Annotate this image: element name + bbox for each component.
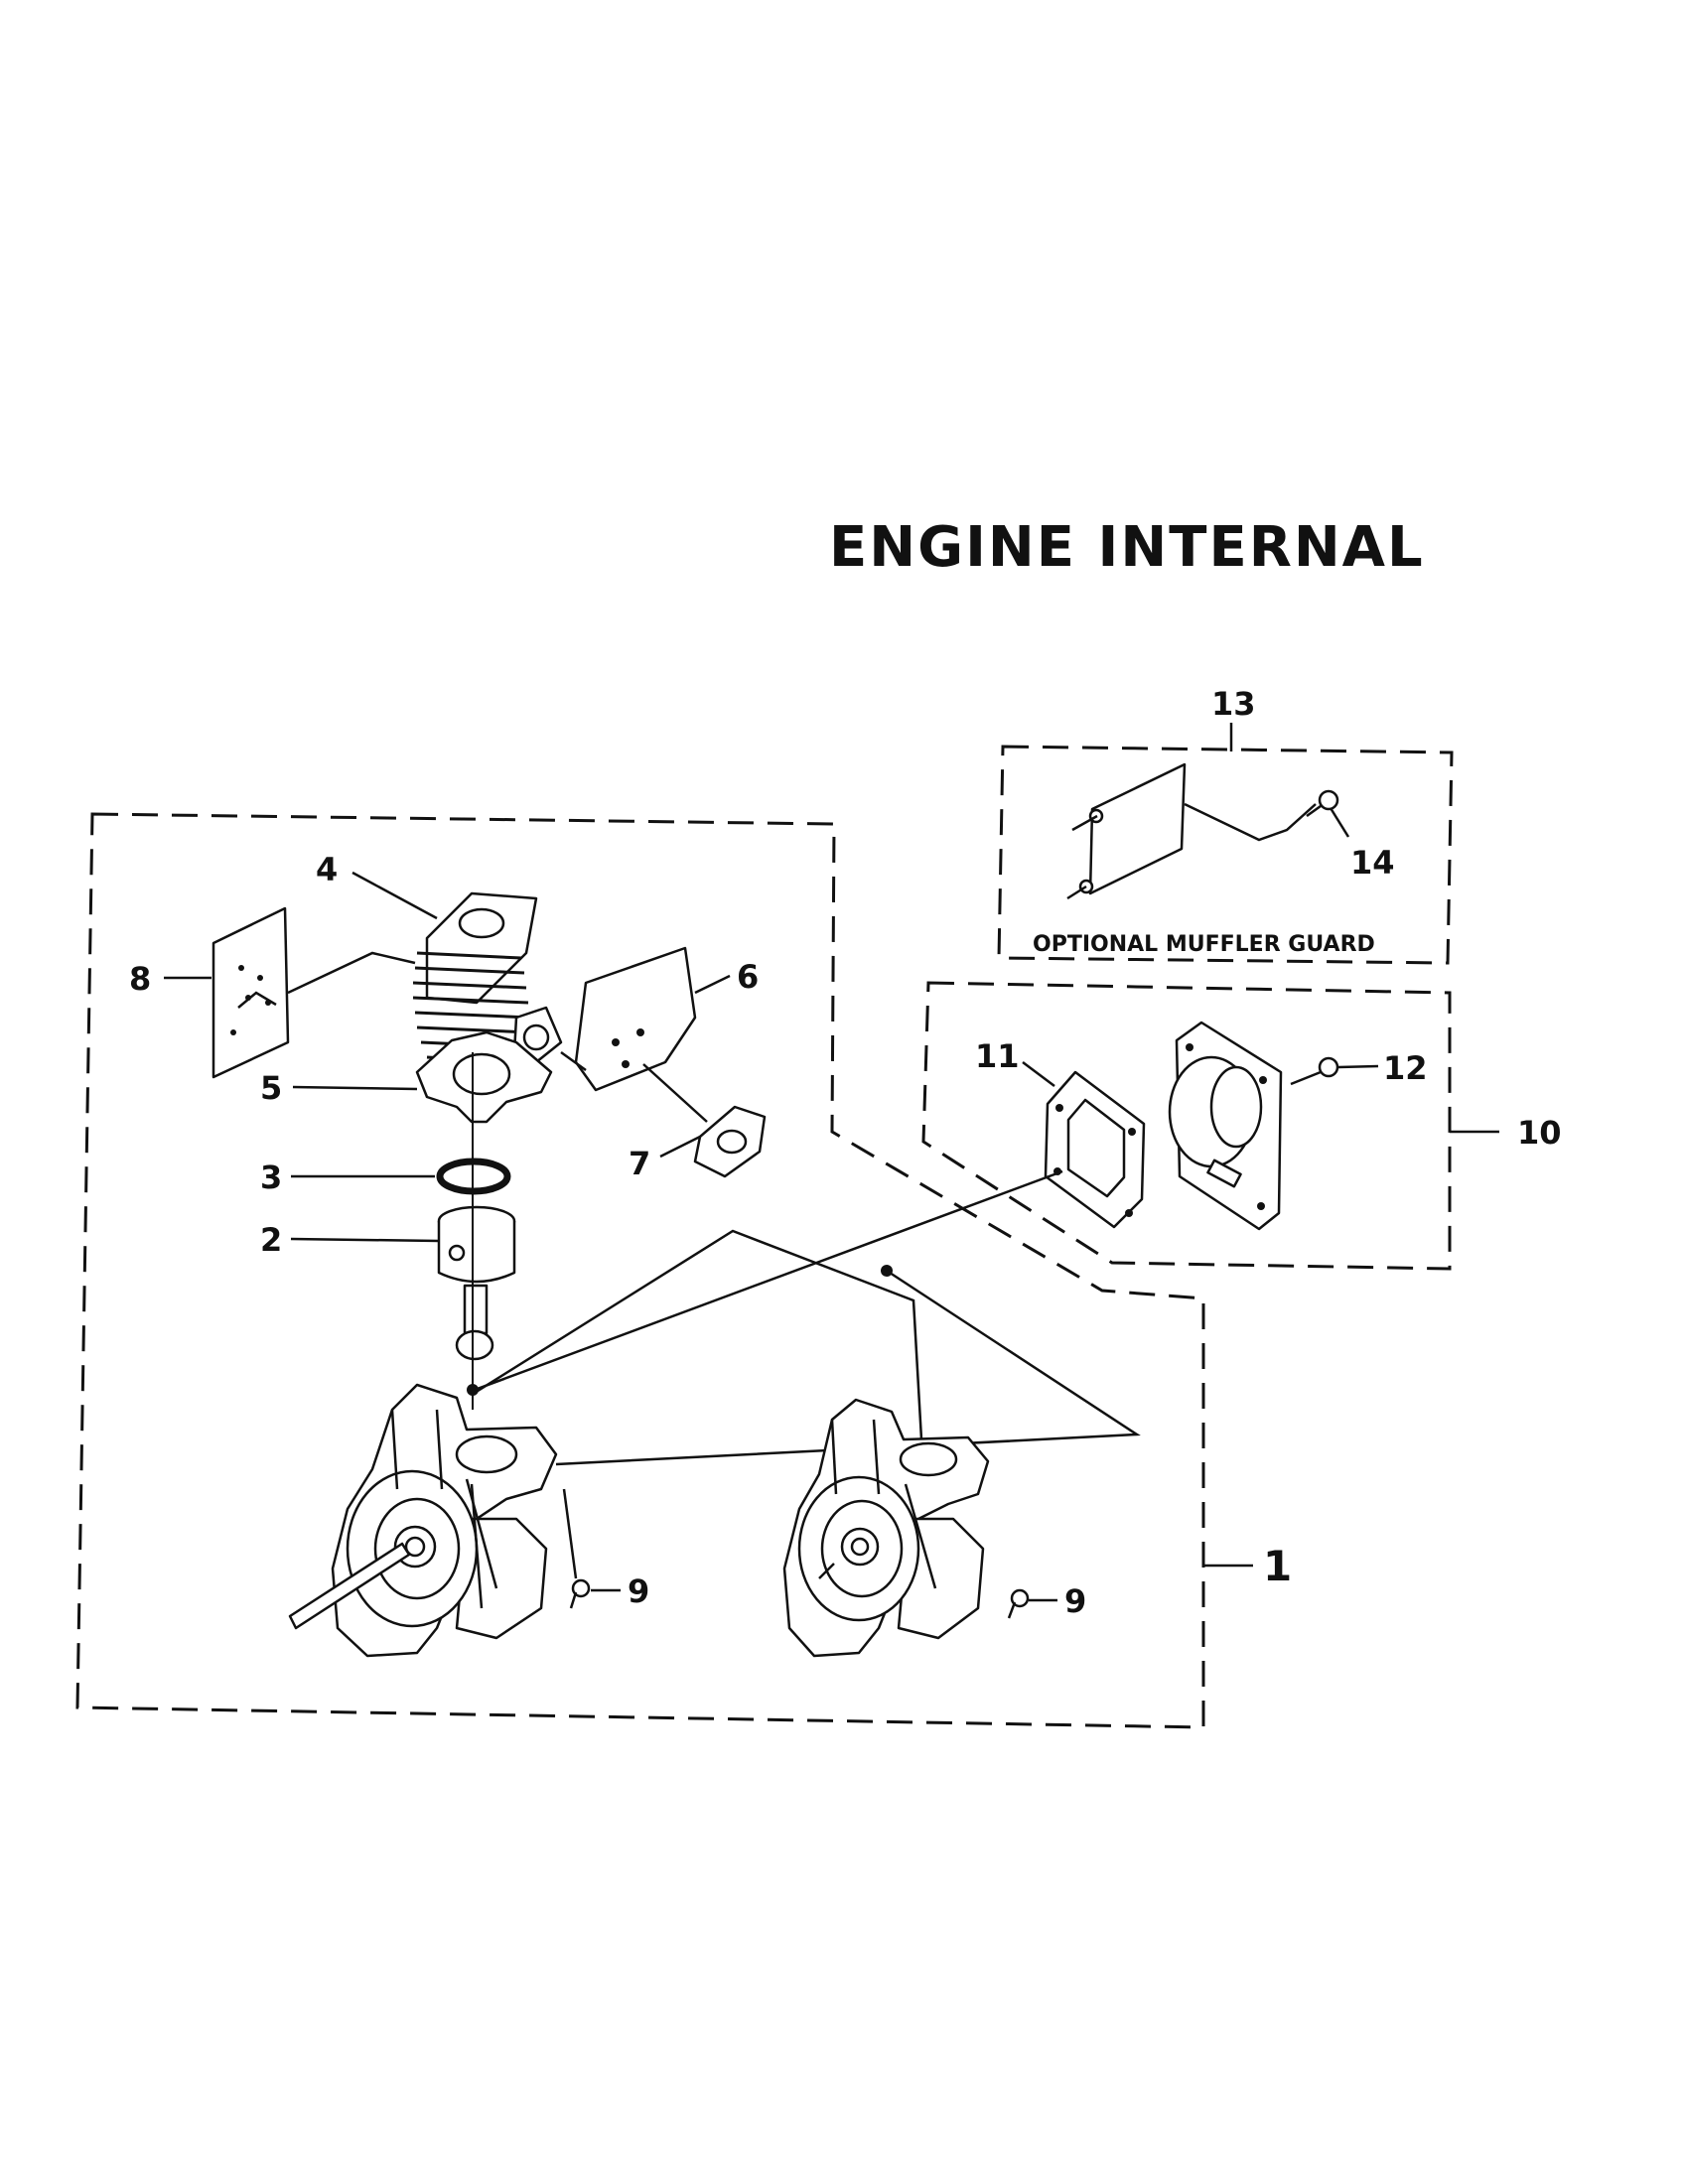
muffler-guard-caption: OPTIONAL MUFFLER GUARD	[1033, 932, 1375, 957]
screw-9-left-connector	[562, 1488, 578, 1579]
crankcase-relation-line-a	[474, 1229, 923, 1440]
callout-7-leader	[659, 1135, 701, 1159]
gasket-8-leader-line	[287, 951, 416, 995]
callout-5-leader	[292, 1085, 418, 1091]
callout-9b: 9	[1064, 1582, 1086, 1620]
callout-14: 14	[1350, 844, 1395, 882]
crankcase-icon	[288, 1383, 558, 1658]
callout-6-leader	[694, 974, 731, 995]
cylinder-icon	[412, 891, 563, 1064]
callout-9a: 9	[628, 1572, 649, 1610]
muffler-gasket-icon	[1044, 1070, 1146, 1229]
callout-11: 11	[975, 1037, 1020, 1075]
callout-5: 5	[260, 1069, 282, 1107]
crankcase-icon	[782, 1398, 990, 1658]
piston-icon	[437, 1205, 516, 1361]
callout-12-leader	[1337, 1064, 1379, 1069]
gasket-7-connector	[642, 1063, 708, 1123]
crankcase-relation-line-c	[555, 1269, 1141, 1466]
gasket-6-connector	[560, 1050, 587, 1072]
muffler-icon	[1168, 1021, 1283, 1231]
callout-12: 12	[1383, 1049, 1428, 1087]
callout-1: 1	[1263, 1542, 1292, 1590]
callout-13: 13	[1211, 685, 1256, 723]
diagram-title: ENGINE INTERNAL	[829, 515, 1425, 580]
callout-4: 4	[316, 851, 338, 888]
callout-7: 7	[629, 1145, 650, 1182]
insulator-icon	[693, 1105, 767, 1178]
muffler-guard-icon	[1066, 762, 1187, 900]
screw-icon	[1007, 1588, 1030, 1619]
callout-2: 2	[260, 1221, 282, 1259]
screw-icon	[1290, 1056, 1339, 1086]
callout-11-leader	[1022, 1061, 1055, 1087]
callout-2-leader	[290, 1237, 440, 1243]
muffler-assembly-group-box	[921, 981, 1452, 1271]
engine-assembly-group-box	[75, 812, 1205, 1729]
callout-4-leader	[351, 871, 438, 920]
callout-10: 10	[1517, 1114, 1562, 1152]
base-gasket-icon	[415, 1030, 553, 1124]
callout-8: 8	[129, 960, 151, 998]
callout-14-leader	[1329, 807, 1350, 838]
callout-3: 3	[260, 1159, 282, 1196]
callout-6: 6	[737, 958, 759, 996]
gasket-icon	[211, 906, 290, 1079]
screw-icon	[1306, 789, 1339, 818]
intake-gasket-icon	[574, 946, 697, 1092]
screw-icon	[569, 1578, 591, 1609]
muffler-guard-group-box	[997, 745, 1454, 965]
crankcase-relation-line-b	[474, 1169, 1063, 1392]
muffler-guard-leader	[1184, 802, 1317, 842]
